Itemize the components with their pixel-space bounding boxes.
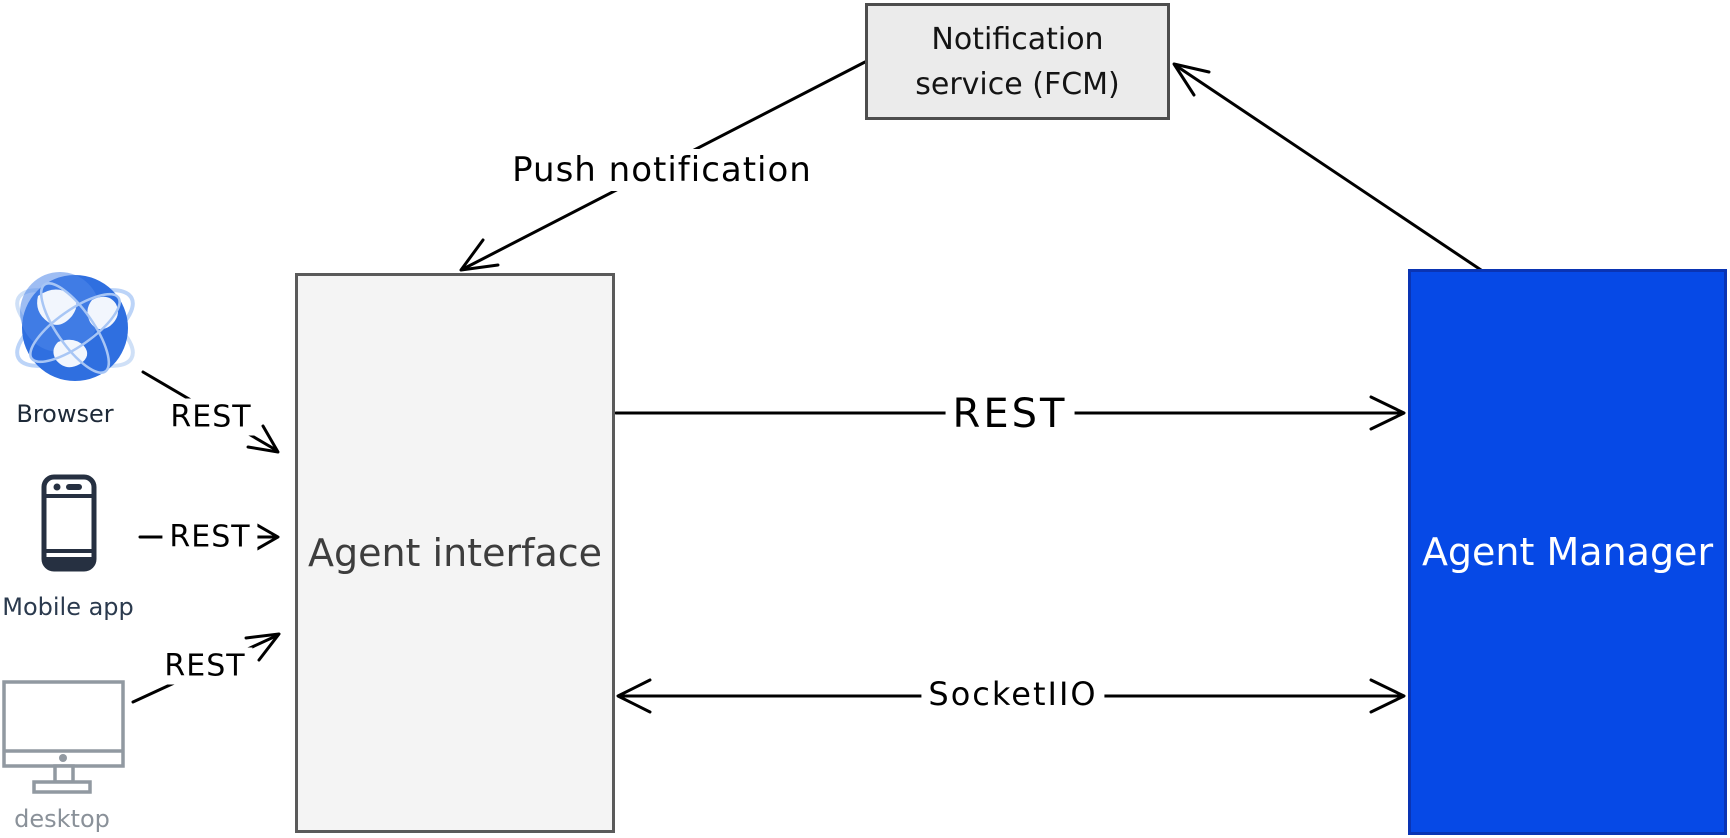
monitor-icon <box>2 680 125 794</box>
node-label: service (FCM) <box>915 66 1120 102</box>
arrowhead <box>248 519 280 555</box>
arrowhead <box>1369 395 1406 431</box>
edge-label-browser-rest: REST <box>163 398 259 436</box>
node-label: Notification <box>931 21 1104 57</box>
arrowhead <box>246 424 280 454</box>
arrowhead <box>244 632 281 662</box>
browser-label: Browser <box>16 400 114 428</box>
node-agent-interface: Agent interface <box>295 273 615 833</box>
edge-label-desktop-rest: REST <box>157 647 253 685</box>
manager-to-fcm-arrow <box>1172 62 1489 276</box>
globe-icon <box>15 272 135 381</box>
arrowhead <box>1369 678 1406 714</box>
edge-label-socketio: SocketIIO <box>921 674 1105 714</box>
edge-label-push-notification: Push notification <box>505 149 819 191</box>
node-agent-manager: Agent Manager <box>1408 269 1727 835</box>
smartphone-icon <box>41 474 97 572</box>
arrowhead <box>459 238 500 272</box>
mobile-app-label: Mobile app <box>2 593 134 621</box>
node-notification-service: Notification service (FCM) <box>865 3 1170 120</box>
arrowhead <box>1172 62 1211 97</box>
node-label: Agent interface <box>307 531 603 575</box>
node-label: Agent Manager <box>1421 530 1714 574</box>
desktop-label: desktop <box>14 805 110 833</box>
edge-label-rest: REST <box>945 390 1075 438</box>
edge-label-mobile-rest: REST <box>162 518 258 556</box>
arrowhead <box>616 678 652 714</box>
